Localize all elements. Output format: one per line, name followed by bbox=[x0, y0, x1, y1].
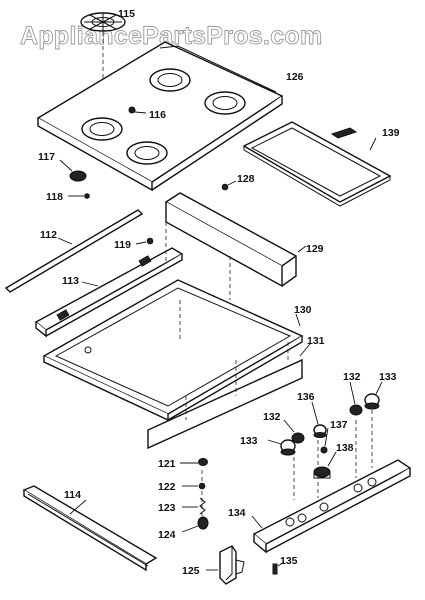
part-118-screw bbox=[68, 193, 90, 199]
label-132-right: 132 bbox=[343, 371, 361, 383]
part-133-knob-left bbox=[267, 439, 296, 456]
label-135: 135 bbox=[280, 555, 298, 567]
label-134: 134 bbox=[228, 507, 246, 519]
watermark-text: AppliancePartsPros.com bbox=[20, 22, 323, 50]
label-117: 117 bbox=[38, 151, 55, 163]
label-121: 121 bbox=[158, 458, 176, 470]
label-123: 123 bbox=[158, 502, 176, 514]
part-112-trim-strip bbox=[4, 209, 144, 293]
label-139: 139 bbox=[382, 127, 400, 139]
part-130-frame bbox=[42, 279, 304, 422]
assembly-guide-lines bbox=[165, 222, 373, 520]
part-121-clip bbox=[180, 458, 208, 466]
part-113-front-bracket bbox=[34, 247, 184, 338]
label-122: 122 bbox=[158, 481, 176, 493]
part-124-knob-insert bbox=[181, 516, 209, 533]
part-119-screw bbox=[135, 237, 154, 245]
label-133-right: 133 bbox=[379, 371, 397, 383]
part-122-washer bbox=[182, 482, 206, 490]
part-131-lower-panel bbox=[147, 343, 311, 450]
part-136-knob bbox=[311, 401, 327, 438]
part-128-screw bbox=[221, 180, 237, 191]
part-116-screw bbox=[128, 106, 147, 114]
part-115-grate bbox=[80, 12, 126, 110]
label-116: 116 bbox=[149, 109, 166, 121]
label-124: 124 bbox=[158, 529, 176, 541]
label-126: 126 bbox=[286, 71, 304, 83]
part-129-rear-bracket bbox=[164, 192, 307, 288]
part-132-knob-skirt-right bbox=[349, 381, 363, 416]
label-132-left: 132 bbox=[263, 411, 281, 423]
label-118: 118 bbox=[46, 191, 63, 203]
part-126-cooktop bbox=[36, 41, 284, 192]
label-115: 115 bbox=[118, 8, 135, 20]
label-129: 129 bbox=[306, 243, 324, 255]
part-135-screw bbox=[272, 561, 285, 575]
label-133-left: 133 bbox=[240, 435, 258, 447]
part-133-knob-right bbox=[364, 381, 383, 410]
label-128: 128 bbox=[237, 173, 255, 185]
part-117-knob bbox=[59, 159, 87, 182]
part-labels: 115 126 116 117 118 139 128 112 119 129 … bbox=[38, 8, 400, 577]
label-125: 125 bbox=[182, 565, 200, 577]
label-137: 137 bbox=[330, 419, 348, 431]
part-137-spring bbox=[320, 427, 329, 454]
label-114: 114 bbox=[64, 489, 81, 501]
label-131: 131 bbox=[307, 335, 325, 347]
part-132-knob-skirt-left bbox=[283, 419, 305, 444]
label-112: 112 bbox=[40, 229, 57, 241]
label-138: 138 bbox=[336, 442, 354, 454]
label-119: 119 bbox=[114, 239, 131, 251]
part-138-switch bbox=[313, 451, 337, 479]
part-125-bracket bbox=[206, 545, 245, 585]
label-113: 113 bbox=[62, 275, 79, 287]
label-130: 130 bbox=[294, 304, 312, 316]
part-139-glass-panel bbox=[242, 121, 392, 207]
label-136: 136 bbox=[297, 391, 315, 403]
part-114-front-trim bbox=[22, 485, 158, 572]
part-134-control-panel bbox=[251, 459, 412, 554]
part-123-spring bbox=[182, 497, 206, 515]
